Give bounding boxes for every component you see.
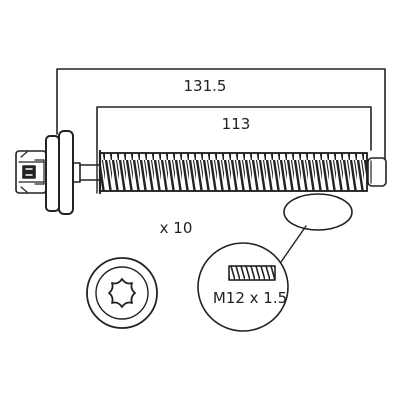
thread-callout-source: [283, 193, 353, 231]
bolt-washer: [45, 130, 81, 215]
bolt-thread: [96, 149, 368, 195]
thread-spec-label: M12 x 1.5: [213, 289, 287, 307]
torx-icon: [108, 278, 136, 308]
bolt-head: [15, 150, 47, 194]
overall-length-label: 131.5: [184, 77, 227, 95]
thread-length-label: 113: [222, 115, 251, 133]
thread-callout: [280, 193, 353, 263]
bolt-side-view: [15, 130, 387, 215]
thread-callout-leader: [280, 225, 307, 263]
thread-length-dimension: 113: [96, 106, 372, 151]
thread-detail-zoom: M12 x 1.5: [197, 242, 289, 332]
head-inner-circle: [95, 266, 149, 320]
head-outer-circle: [86, 257, 158, 329]
bolt-tip: [366, 152, 387, 192]
bolt-head-end-view: [86, 257, 158, 329]
quantity-label: x 10: [160, 219, 193, 237]
